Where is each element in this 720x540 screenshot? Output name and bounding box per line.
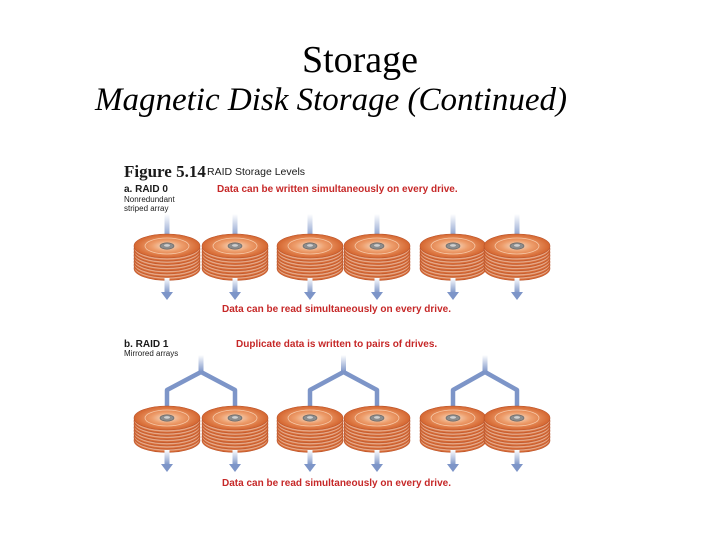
raid0-read-arrow [511,278,523,300]
raid0-read-arrow [229,278,241,300]
raid1-read-arrow [511,450,523,472]
raid1-read-arrows [161,450,523,472]
raid0-read-arrow [304,278,316,300]
raid1-read-caption: Data can be read simultaneously on every… [222,478,451,489]
raid1-read-arrow [229,450,241,472]
raid1-drive [276,405,344,453]
raid0-drive [419,233,487,281]
raid0-drive [343,233,411,281]
raid0-drive-array [133,233,551,281]
raid1-drive [419,405,487,453]
raid1-drive [483,405,551,453]
raid0-drive [276,233,344,281]
raid1-read-arrow [304,450,316,472]
raid0-read-arrow [447,278,459,300]
raid0-sub-line-1: Nonredundant [124,195,175,204]
raid0-read-arrow [371,278,383,300]
raid1-drive [343,405,411,453]
raid1-read-arrow [371,450,383,472]
figure-caption: RAID Storage Levels [207,166,305,178]
slide-subtitle: Magnetic Disk Storage (Continued) [95,82,567,118]
raid0-write-caption: Data can be written simultaneously on ev… [217,184,458,195]
raid1-write-caption: Duplicate data is written to pairs of dr… [236,339,437,350]
raid0-drive [201,233,269,281]
raid0-drive [133,233,201,281]
raid1-drive-array [133,405,551,453]
raid1-read-arrow [161,450,173,472]
raid0-read-arrows [161,278,523,300]
raid0-read-caption: Data can be read simultaneously on every… [222,304,451,315]
slide-title: Storage [301,39,419,81]
raid1-read-arrow [447,450,459,472]
raid1-drive [201,405,269,453]
figure-number: Figure 5.14 [124,162,206,181]
raid1-label: b. RAID 1 [124,339,169,350]
raid1-drive [133,405,201,453]
raid0-read-arrow [161,278,173,300]
raid0-drive [483,233,551,281]
raid0-label: a. RAID 0 [124,184,168,195]
raid1-sub-line-1: Mirrored arrays [124,349,178,358]
raid-figure: Figure 5.14 RAID Storage Levels a. RAID … [124,162,551,489]
raid0-sub-line-2: striped array [124,204,168,213]
